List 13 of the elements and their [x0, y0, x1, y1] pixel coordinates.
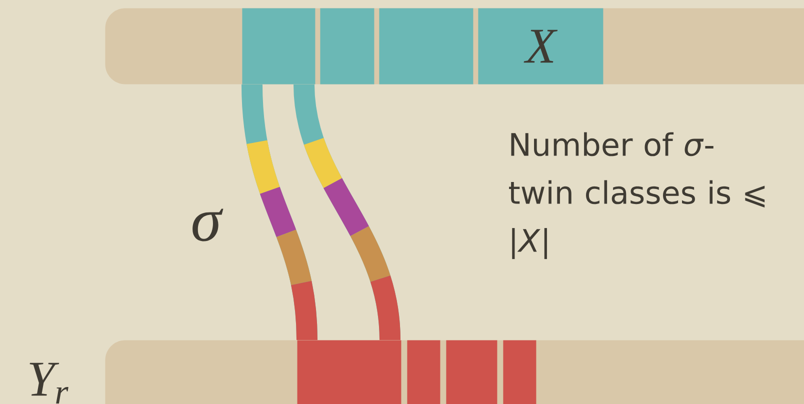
cell-block	[242, 8, 316, 84]
cell-block: X	[478, 8, 604, 84]
cell-block	[407, 340, 440, 404]
cell-block	[446, 340, 498, 404]
cell-block	[503, 340, 536, 404]
strand	[242, 84, 318, 340]
strand	[294, 84, 400, 341]
cell-block	[320, 8, 374, 84]
sigma-label: σ	[192, 208, 224, 242]
note-text: Number of σ-twin classes is ⩽ |X|	[509, 132, 765, 260]
band-label: Y$_{r}$	[30, 362, 68, 404]
cell-block	[297, 340, 402, 404]
cell-block	[379, 8, 474, 84]
